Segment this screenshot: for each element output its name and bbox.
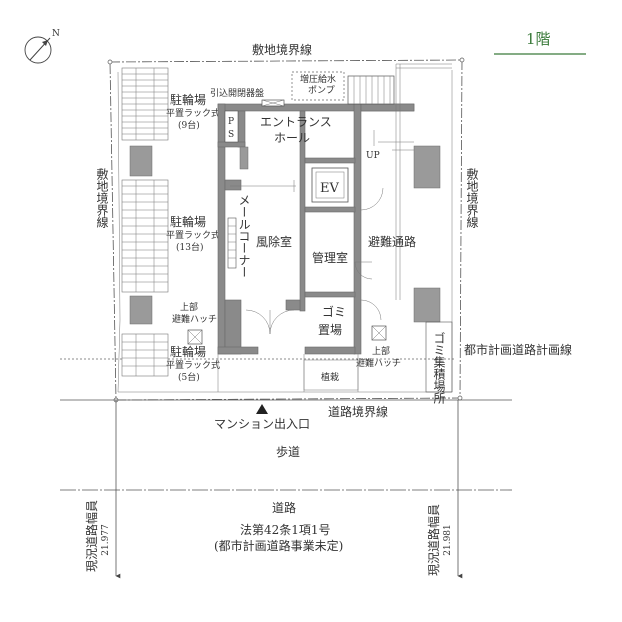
ps-label: P S [228, 117, 234, 140]
svg-text:P: P [228, 117, 234, 127]
pump-label: 増圧給水 ポンプ [300, 73, 336, 96]
management-label: 管理室 [312, 250, 348, 265]
compass-north-label: N [52, 29, 60, 39]
ev-label: EV [320, 181, 339, 196]
svg-text:S: S [228, 130, 234, 140]
svg-text:(13台): (13台) [176, 241, 203, 253]
planting-label: 植栽 [321, 371, 339, 383]
svg-text:ホール: ホール [274, 131, 310, 145]
bike-rack-top [121, 67, 169, 141]
road-title: 道路 [272, 500, 296, 515]
up-label: UP [366, 151, 380, 161]
hatch-left: 上部 避難ハッチ [172, 301, 217, 345]
compass-icon: N [24, 29, 60, 64]
svg-text:現況道路幅員: 現況道路幅員 [426, 504, 441, 576]
garbage-label: ゴミ 置場 [318, 304, 346, 337]
entrance-arrow-icon [256, 404, 268, 414]
hatch-right: 上部 避難ハッチ [356, 325, 401, 369]
road-law: 法第42条1項1号 [240, 523, 331, 537]
city-plan-line-label: 都市計画道路計画線 [464, 342, 572, 357]
evac-passage-label: 避難通路 [368, 234, 416, 249]
svg-text:平置ラック式: 平置ラック式 [166, 359, 220, 371]
svg-text:避難ハッチ: 避難ハッチ [356, 357, 401, 369]
entrance-label: マンション出入口 [214, 417, 310, 431]
svg-text:ゴミ集積場所: ゴミ集積場所 [432, 331, 446, 404]
road-width-right-label: 現況道路幅員 21.981 [426, 504, 453, 576]
svg-text:駐輪場: 駐輪場 [170, 92, 206, 107]
stairs [347, 63, 452, 300]
road-note: (都市計画道路事業未定) [214, 538, 343, 553]
svg-text:置場: 置場 [318, 323, 342, 337]
bike-parking-2-label: 駐輪場 平置ラック式 (13台) [166, 214, 220, 253]
site-boundary-left-label: 敷地境界線 [95, 167, 109, 228]
bike-rack-bottom [121, 333, 169, 377]
svg-text:敷地境界線: 敷地境界線 [95, 167, 109, 228]
svg-text:エントランス: エントランス [260, 115, 332, 129]
sidewalk-label: 歩道 [276, 444, 300, 459]
svg-text:メールコーナー: メールコーナー [237, 194, 251, 278]
road-boundary-label: 道路境界線 [328, 404, 388, 419]
road-width-left-label: 現況道路幅員 21.977 [84, 500, 111, 572]
svg-text:ゴミ: ゴミ [322, 304, 346, 319]
site-boundary-right-label: 敷地境界線 [465, 167, 479, 228]
svg-text:21.977: 21.977 [101, 524, 111, 556]
service-panel-label: 引込開閉器盤 [210, 87, 264, 99]
svg-text:避難ハッチ: 避難ハッチ [172, 313, 217, 325]
svg-text:増圧給水: 増圧給水 [300, 73, 336, 85]
svg-text:平置ラック式: 平置ラック式 [166, 229, 220, 241]
bike-parking-3-label: 駐輪場 平置ラック式 (5台) [166, 344, 220, 383]
svg-text:平置ラック式: 平置ラック式 [166, 107, 220, 119]
svg-text:敷地境界線: 敷地境界線 [465, 167, 479, 228]
garbage-collection-label: ゴミ集積場所 [432, 331, 446, 404]
svg-text:上部: 上部 [372, 345, 390, 357]
entrance-hall-label: エントランス ホール [260, 115, 332, 145]
building-walls [217, 103, 441, 355]
svg-text:駐輪場: 駐輪場 [170, 214, 206, 229]
bike-parking-1-label: 駐輪場 平置ラック式 (9台) [166, 92, 220, 131]
svg-text:現況道路幅員: 現況道路幅員 [84, 500, 99, 572]
wind-room-label: 風除室 [256, 234, 292, 249]
svg-text:(5台): (5台) [178, 371, 200, 383]
svg-text:(9台): (9台) [178, 119, 200, 131]
svg-text:上部: 上部 [180, 301, 198, 313]
svg-text:ポンプ: ポンプ [308, 85, 335, 96]
pump-box [291, 71, 345, 101]
floor-label: 1階 [526, 30, 551, 48]
site-boundary-top-label: 敷地境界線 [252, 42, 312, 57]
svg-text:21.981: 21.981 [443, 524, 453, 556]
bike-rack-middle [121, 179, 169, 293]
svg-text:駐輪場: 駐輪場 [170, 344, 206, 359]
mail-corner-label: メールコーナー [237, 194, 251, 278]
